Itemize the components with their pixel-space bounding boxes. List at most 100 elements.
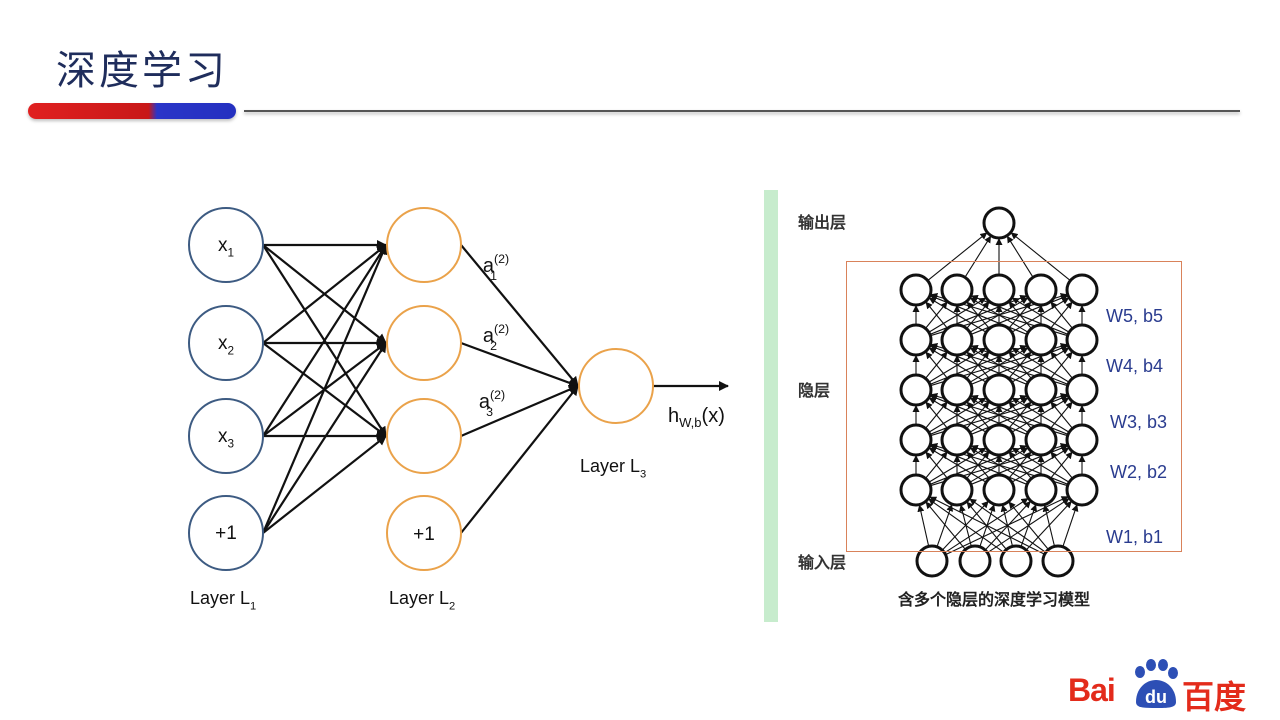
activation-label-base: a — [483, 255, 495, 277]
input-layer-label: 输入层 — [798, 553, 846, 572]
input-node — [188, 398, 264, 474]
bias-node-label: +1 — [413, 524, 435, 545]
deep-edge — [928, 347, 987, 383]
input-node — [188, 305, 264, 381]
deep-edge — [927, 232, 988, 282]
deep-edge — [1050, 401, 1073, 429]
edge-in-hid — [262, 244, 387, 344]
edge-hid-out — [460, 341, 579, 388]
deep-network-panel: 输出层 隐层 输入层 含多个隐层的深度学习模型 — [764, 190, 1134, 622]
layer-label-sub: 1 — [250, 600, 256, 612]
input-node-label-base: x — [218, 426, 228, 447]
deep-hidden-node — [899, 273, 933, 307]
hidden-node — [386, 398, 462, 474]
activation-label: a(2)2 — [483, 322, 509, 353]
deep-edge — [925, 501, 966, 550]
deep-edge — [1050, 451, 1073, 479]
activation-label-base: a — [479, 391, 491, 413]
input-node-label-sub: 2 — [227, 345, 234, 358]
deep-edge — [925, 351, 948, 379]
baidu-logo: Bai du 百度 — [1068, 658, 1258, 716]
activation-label-base: a — [483, 325, 495, 347]
deep-edge — [941, 500, 989, 551]
slide-title: 深度学习 — [56, 48, 228, 94]
activation-label: a(2) 3 — [479, 388, 505, 419]
output-label: hW,b(x) — [668, 405, 725, 430]
deep-edge — [1025, 500, 1072, 551]
deep-hidden-node — [1065, 423, 1099, 457]
hidden-layer-label: 隐层 — [798, 381, 830, 400]
hidden-node — [386, 305, 462, 381]
deep-hidden-node — [940, 273, 974, 307]
activation-label-sup: (2) — [490, 388, 505, 402]
layer-label: Layer L2 — [389, 588, 455, 612]
deep-edge — [1008, 501, 1049, 550]
activation-label-sub: 1 — [490, 269, 497, 283]
output-node — [578, 348, 654, 424]
deep-edge — [928, 498, 1005, 553]
input-node-label-base: x — [218, 333, 228, 354]
deep-edge — [929, 496, 1045, 555]
deep-edge — [928, 397, 987, 433]
layer-label-base: Layer L — [580, 456, 640, 476]
diagram-caption: 含多个隐层的深度学习模型 — [898, 590, 1090, 609]
input-node-label: x3 — [218, 426, 235, 451]
layer-label-base: Layer L — [190, 588, 250, 608]
weight-label-w4: W4, b4 — [1106, 356, 1164, 376]
deep-edge — [1011, 447, 1070, 483]
input-node-label-sub: 1 — [227, 247, 234, 260]
logo-text-bai: Bai — [1068, 672, 1116, 708]
output-layer-label: 输出层 — [798, 213, 846, 232]
hidden-layers-frame — [846, 261, 1182, 552]
deep-network-diagram: 输出层 隐层 输入层 含多个隐层的深度学习模型 — [798, 206, 1099, 609]
deep-hidden-node — [982, 273, 1016, 307]
input-node-label: x1 — [218, 235, 234, 260]
activation-label-sub: 3 — [486, 405, 493, 419]
layer-label: Layer L3 — [580, 456, 646, 480]
deep-edge — [1062, 504, 1079, 547]
paw-icon: du — [1135, 659, 1178, 708]
deep-hidden-node — [982, 323, 1016, 357]
deep-hidden-node — [1065, 473, 1099, 507]
weight-label-w1: W1, b1 — [1106, 527, 1164, 547]
deep-edge — [928, 297, 987, 333]
deep-input-node — [1041, 544, 1075, 578]
deep-edge — [925, 451, 948, 479]
deep-edge — [1006, 235, 1034, 278]
input-node — [188, 207, 264, 283]
input-node-label: x2 — [218, 333, 234, 358]
deep-edge — [1011, 297, 1070, 333]
output-label-tail: (x) — [702, 405, 725, 427]
deep-hidden-node — [899, 473, 933, 507]
layer-label-sub: 2 — [449, 600, 455, 612]
edge-hid-out — [460, 244, 579, 387]
deep-hidden-node — [1065, 273, 1099, 307]
input-node-label-base: +1 — [215, 523, 237, 544]
input-node-label: +1 — [215, 523, 237, 544]
activation-label-sup: (2) — [494, 252, 509, 266]
deep-edge — [964, 235, 992, 278]
layer-label: Layer L1 — [190, 588, 256, 612]
activation-label-sup: (2) — [494, 322, 509, 336]
deep-hidden-node — [1065, 373, 1099, 407]
input-node-label-base: x — [218, 235, 228, 256]
logo-text-du: du — [1145, 687, 1167, 707]
deep-hidden-node — [940, 473, 974, 507]
input-node — [188, 495, 264, 571]
title-underline — [244, 110, 1240, 112]
weight-label-w3: W3, b3 — [1110, 412, 1168, 432]
deep-hidden-node — [1024, 423, 1058, 457]
deep-edge — [1010, 232, 1071, 282]
hidden-node — [386, 495, 462, 571]
edge-hid-out — [460, 384, 579, 438]
deep-hidden-node — [940, 323, 974, 357]
deep-hidden-node — [899, 423, 933, 457]
deep-edge — [1011, 347, 1070, 383]
deep-edge — [1042, 504, 1056, 547]
deep-edge — [1050, 351, 1073, 379]
logo-text-cn: 百度 — [1182, 678, 1247, 716]
deep-hidden-node — [1024, 273, 1058, 307]
deep-hidden-node — [899, 323, 933, 357]
deep-hidden-node — [982, 423, 1016, 457]
